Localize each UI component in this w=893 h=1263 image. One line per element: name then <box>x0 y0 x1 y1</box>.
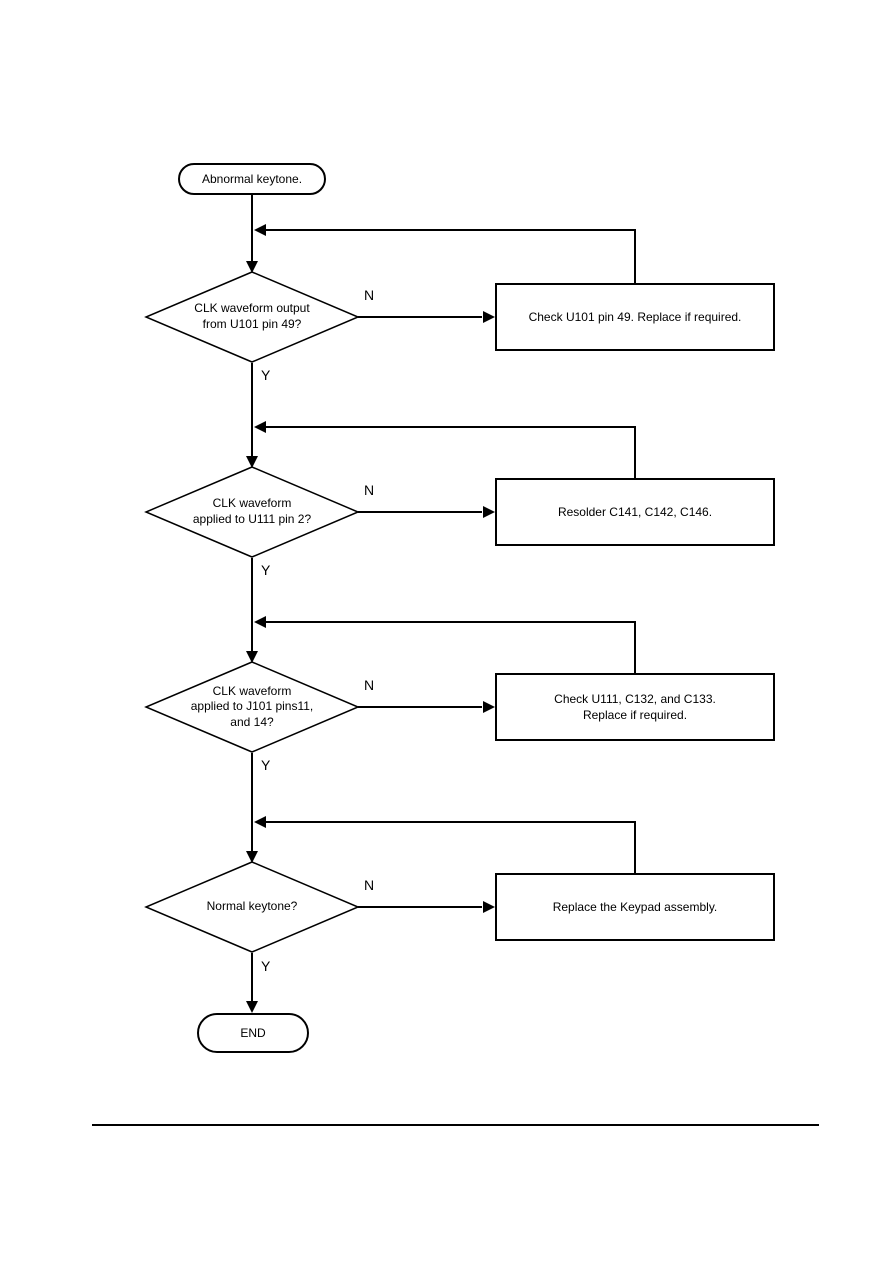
arrowhead-left-loop1 <box>254 224 266 236</box>
decision-diamond-3 <box>144 661 360 753</box>
connector-loop2 <box>266 426 636 478</box>
yes-label-3: Y <box>261 757 271 773</box>
arrowhead-down-d2 <box>246 456 258 468</box>
action-box-4: Replace the Keypad assembly. <box>495 873 775 941</box>
yes-label-1: Y <box>261 367 271 383</box>
connector-loop4 <box>266 821 636 873</box>
connector-loop3 <box>266 621 636 673</box>
decision-2-label: CLK waveform applied to U111 pin 2? <box>192 496 312 526</box>
no-label-1: N <box>364 287 375 303</box>
arrowhead-left-loop4 <box>254 816 266 828</box>
end-terminal-label: END <box>240 1026 266 1040</box>
arrowhead-down-end <box>246 1001 258 1013</box>
end-terminal: END <box>197 1013 309 1053</box>
decision-diamond-2 <box>144 466 360 558</box>
arrowhead-down-d1 <box>246 261 258 273</box>
arrowhead-left-loop3 <box>254 616 266 628</box>
arrowhead-right-box4 <box>483 901 495 913</box>
decision-4-label: Normal keytone? <box>206 899 298 914</box>
action-box-3: Check U111, C132, and C133. Replace if r… <box>495 673 775 741</box>
footer-rule <box>92 1124 819 1126</box>
arrowhead-down-d3 <box>246 651 258 663</box>
decision-1-label: CLK waveform output from U101 pin 49? <box>194 301 310 331</box>
arrowhead-right-box2 <box>483 506 495 518</box>
no-label-4: N <box>364 877 375 893</box>
decision-3-label: CLK waveform applied to J101 pins11, and… <box>190 683 314 729</box>
action-box-2: Resolder C141, C142, C146. <box>495 478 775 546</box>
no-label-2: N <box>364 482 375 498</box>
arrowhead-right-box1 <box>483 311 495 323</box>
arrowhead-right-box3 <box>483 701 495 713</box>
action-box-1: Check U101 pin 49. Replace if required. <box>495 283 775 351</box>
arrowhead-down-d4 <box>246 851 258 863</box>
yes-label-2: Y <box>261 562 271 578</box>
decision-diamond-1 <box>144 271 360 363</box>
connector-loop1 <box>266 229 636 283</box>
yes-label-4: Y <box>261 958 271 974</box>
no-label-3: N <box>364 677 375 693</box>
decision-diamond-4 <box>144 861 360 953</box>
start-terminal-label: Abnormal keytone. <box>201 172 303 186</box>
start-terminal: Abnormal keytone. <box>178 163 326 195</box>
arrowhead-left-loop2 <box>254 421 266 433</box>
